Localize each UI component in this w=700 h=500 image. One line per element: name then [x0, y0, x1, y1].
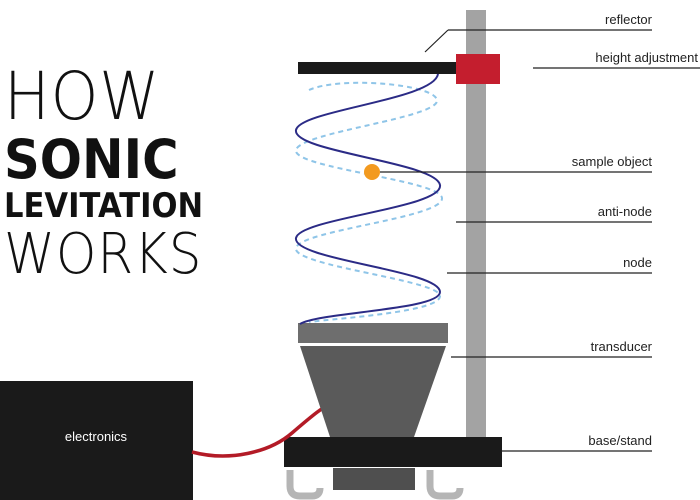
wave-solid	[295, 73, 442, 325]
sample-object-label: sample object	[572, 154, 653, 169]
title-sonic: SONIC	[4, 128, 179, 191]
sample-object	[364, 164, 380, 180]
base-block	[333, 468, 415, 490]
base-stand	[284, 437, 502, 467]
height-adjustment-label: height adjustment	[595, 50, 698, 65]
electronics-box	[0, 381, 193, 500]
transducer-label: transducer	[591, 339, 653, 354]
transducer-body	[300, 346, 446, 437]
height-adjustment-clamp	[456, 54, 500, 84]
wave-dashed	[295, 81, 444, 323]
transducer-top	[298, 323, 448, 343]
node-label: node	[623, 255, 652, 270]
anti-node-label: anti-node	[598, 204, 652, 219]
reflector-label: reflector	[605, 12, 653, 27]
foot-right	[426, 470, 464, 500]
title-works: WORKS	[4, 222, 203, 287]
title-how: HOW	[4, 58, 161, 135]
base-stand-label: base/stand	[588, 433, 652, 448]
title-levitation: LEVITATION	[4, 186, 204, 226]
electronics-label: electronics	[65, 429, 128, 444]
foot-left	[286, 470, 324, 500]
reflector-callout-line	[424, 29, 449, 53]
reflector	[298, 62, 458, 74]
stand-pole	[466, 10, 486, 438]
